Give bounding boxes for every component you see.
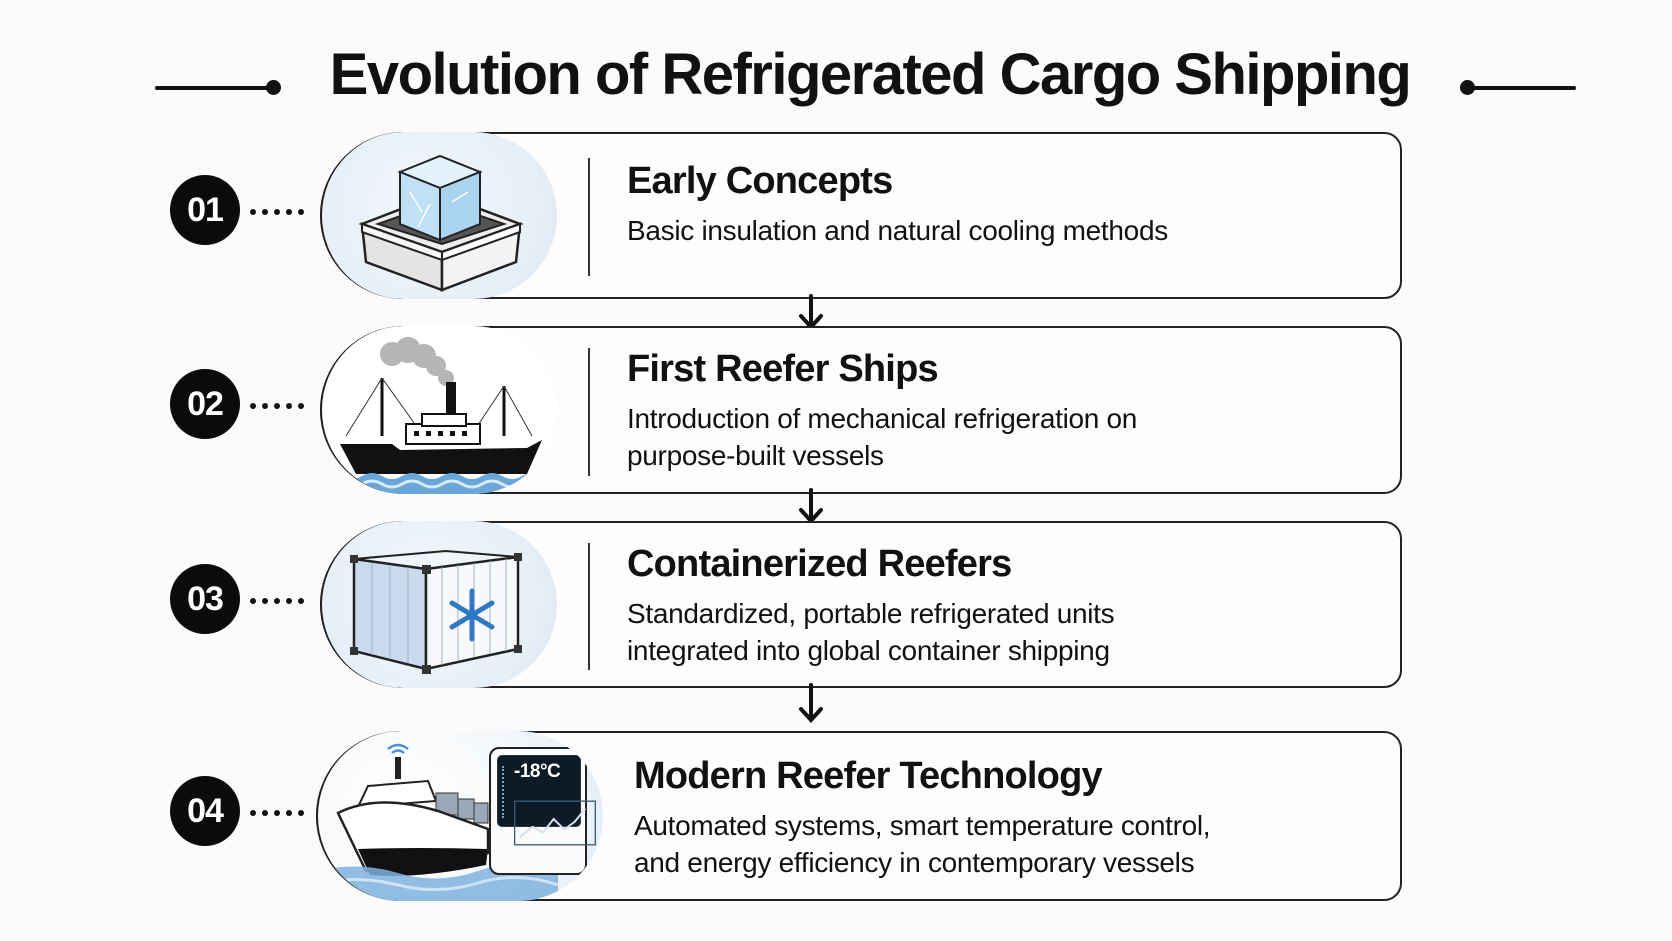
dotted-connector — [250, 810, 304, 816]
step-number-badge: 03 — [170, 564, 240, 634]
timeline-step-3: 03 Containerized Reefers Standardi — [0, 521, 1672, 688]
dotted-connector — [250, 403, 304, 409]
title-decor-dot-left — [266, 80, 281, 95]
down-arrow-icon — [798, 488, 824, 524]
step-card: -18°C Modern Reefer Technology Automated… — [316, 731, 1402, 901]
step-description: Basic insulation and natural cooling met… — [627, 212, 1370, 249]
timeline-step-4: 04 -18°C — [0, 731, 1672, 901]
vertical-divider — [588, 543, 590, 670]
dotted-connector — [250, 598, 304, 604]
trend-chart-icon — [514, 800, 596, 846]
step-number-badge: 01 — [170, 175, 240, 245]
step-description: Automated systems, smart temperature con… — [634, 807, 1370, 881]
title-decor-line-right — [1468, 86, 1576, 90]
title-decor-line-left — [155, 86, 273, 90]
step-description-line: and energy efficiency in contemporary ve… — [634, 847, 1195, 878]
step-card: Early Concepts Basic insulation and natu… — [320, 132, 1402, 299]
status-indicators — [502, 766, 510, 818]
step-text: Modern Reefer Technology Automated syste… — [634, 753, 1370, 881]
step-text: Early Concepts Basic insulation and natu… — [627, 158, 1370, 249]
temperature-readout: -18°C — [514, 761, 561, 782]
step-description-line: Automated systems, smart temperature con… — [634, 810, 1211, 841]
step-description-line: purpose-built vessels — [627, 440, 884, 471]
control-panel: -18°C — [489, 747, 596, 875]
step-number-badge: 02 — [170, 369, 240, 439]
step-description-line: Standardized, portable refrigerated unit… — [627, 598, 1115, 629]
page-title: Evolution of Refrigerated Cargo Shipping — [329, 42, 1412, 107]
timeline-step-1: 01 Early Concepts Basi — [0, 132, 1672, 299]
steamship-icon — [320, 326, 557, 494]
step-number-badge: 04 — [170, 776, 240, 846]
step-card: Containerized Reefers Standardized, port… — [320, 521, 1402, 688]
step-heading: Early Concepts — [627, 160, 893, 202]
modern-container-ship-icon: -18°C — [316, 731, 603, 901]
step-text: First Reefer Ships Introduction of mecha… — [627, 346, 1370, 474]
step-description-line: integrated into global container shippin… — [627, 635, 1110, 666]
title-row: Evolution of Refrigerated Cargo Shipping — [0, 22, 1672, 112]
step-card: First Reefer Ships Introduction of mecha… — [320, 326, 1402, 494]
step-description: Introduction of mechanical refrigeration… — [627, 400, 1370, 474]
step-description-line: Introduction of mechanical refrigeration… — [627, 403, 1138, 434]
step-text: Containerized Reefers Standardized, port… — [627, 541, 1370, 669]
step-description-line: Basic insulation and natural cooling met… — [627, 215, 1168, 246]
title-decor-dot-right — [1460, 80, 1475, 95]
vertical-divider — [588, 348, 590, 476]
down-arrow-icon — [798, 683, 824, 723]
step-description: Standardized, portable refrigerated unit… — [627, 595, 1370, 669]
vertical-divider — [588, 158, 590, 276]
reefer-container-snowflake-icon — [320, 521, 557, 688]
dotted-connector — [250, 209, 304, 215]
down-arrow-icon — [798, 294, 824, 330]
temperature-display: -18°C — [497, 755, 596, 846]
step-heading: Modern Reefer Technology — [634, 755, 1103, 797]
timeline-step-2: 02 First Reefer Ships Introduction of me — [0, 326, 1672, 494]
step-heading: First Reefer Ships — [627, 348, 939, 390]
step-heading: Containerized Reefers — [627, 543, 1012, 585]
ice-block-in-insulated-box-icon — [320, 132, 557, 299]
